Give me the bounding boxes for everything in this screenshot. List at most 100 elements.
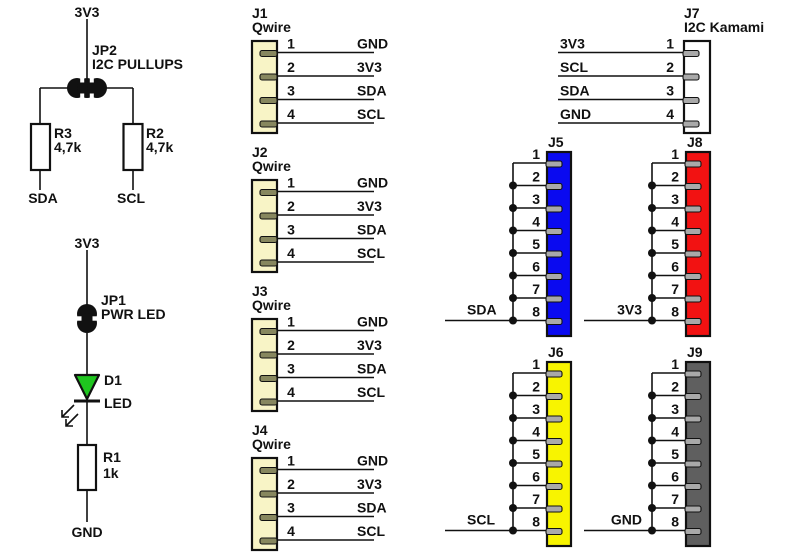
junction-dot xyxy=(648,204,656,212)
pin-number: 3 xyxy=(287,222,295,238)
bus-net-label: GND xyxy=(611,512,642,528)
resistor-r2 xyxy=(122,122,144,172)
pin-number: 3 xyxy=(532,401,540,417)
jp1-solder-jumper xyxy=(76,304,98,333)
resistor-value-label: 1k xyxy=(103,465,119,481)
pin-stub xyxy=(259,259,278,267)
resistor-r1 xyxy=(76,443,98,492)
resistor-ref-label: R3 xyxy=(54,125,72,141)
jumper-notch xyxy=(89,93,94,99)
pin-stub xyxy=(684,227,702,236)
connector-ref-label: J4 xyxy=(252,422,268,438)
pin-stub xyxy=(545,437,563,446)
pin-number: 1 xyxy=(287,453,295,469)
pin-stub xyxy=(545,250,563,258)
junction-dot xyxy=(648,436,656,445)
junction-dot xyxy=(509,436,517,445)
junction-dot xyxy=(648,414,656,422)
pin-stub xyxy=(684,505,702,513)
pin-stub xyxy=(684,392,702,401)
pin-stub xyxy=(259,188,278,197)
pin-number: 1 xyxy=(671,146,679,162)
pin-number: 3 xyxy=(532,191,540,207)
pin-stub xyxy=(259,73,278,81)
pin-stub xyxy=(545,205,563,213)
pin-number: 4 xyxy=(671,424,679,440)
pin-stub xyxy=(684,482,702,491)
connector-ref-label: J1 xyxy=(252,5,268,21)
pin-net-label: 3V3 xyxy=(357,337,382,353)
i2c-pullups-circuit: 3V3 JP2 I2C PULLUPS R3 4,7k SDA R2 4,7k … xyxy=(28,4,183,206)
pin-number: 5 xyxy=(671,236,679,252)
pin-number: 8 xyxy=(532,514,540,530)
junction-dot xyxy=(509,181,517,190)
pin-number: 3 xyxy=(287,500,295,516)
pin-number: 7 xyxy=(532,491,540,507)
pin-stub xyxy=(684,182,702,191)
connector-body xyxy=(545,360,573,548)
pin-number: 2 xyxy=(287,59,295,75)
jumper-ref-label: JP2 xyxy=(92,42,117,58)
pin-stub xyxy=(684,317,702,326)
pin-net-label: GND xyxy=(357,36,388,52)
junction-dot xyxy=(509,459,517,467)
led-diode-triangle xyxy=(73,373,101,401)
pin-number: 3 xyxy=(666,83,674,99)
pin-stub xyxy=(545,182,563,191)
pin-number: 6 xyxy=(671,469,679,485)
junction-dot xyxy=(509,226,517,235)
pin-net-label: SCL xyxy=(560,59,588,75)
pin-net-label: SCL xyxy=(357,384,385,400)
pin-stub xyxy=(259,537,278,545)
pin-stub xyxy=(259,466,278,475)
pin-net-label: 3V3 xyxy=(560,36,585,52)
pin-net-label: GND xyxy=(357,453,388,469)
net-label-3v3: 3V3 xyxy=(75,4,100,20)
pin-net-label: SCL xyxy=(357,106,385,122)
pin-stub xyxy=(259,374,278,383)
junction-dot xyxy=(509,271,517,280)
junction-dot xyxy=(648,504,656,512)
pin-net-label: SDA xyxy=(357,361,387,377)
pin-net-label: SDA xyxy=(357,83,387,99)
junction-dot xyxy=(509,391,517,400)
pin-stub xyxy=(545,527,563,536)
net-label-scl: SCL xyxy=(117,190,145,206)
junction-dot xyxy=(648,294,656,302)
pin-net-label: SCL xyxy=(357,523,385,539)
junction-dot xyxy=(509,414,517,422)
junction-dot xyxy=(509,481,517,490)
connector-ref-label: J5 xyxy=(548,134,564,150)
connector-ref-label: J7 xyxy=(684,5,700,21)
pin-number: 1 xyxy=(287,314,295,330)
pin-number: 5 xyxy=(532,236,540,252)
pin-stub xyxy=(259,513,278,522)
pin-number: 2 xyxy=(287,198,295,214)
connector-body xyxy=(545,150,573,338)
pin-net-label: 3V3 xyxy=(357,476,382,492)
pin-stub xyxy=(545,482,563,491)
pin-stub xyxy=(259,212,278,220)
jumper-notch xyxy=(76,316,82,321)
junction-dot xyxy=(509,294,517,302)
pin-number: 1 xyxy=(287,175,295,191)
pin-number: 7 xyxy=(671,491,679,507)
pin-stub xyxy=(545,227,563,236)
header-connectors: J512345678SDAJ8123456783V3J612345678SCLJ… xyxy=(445,134,712,548)
jumper-notch xyxy=(80,93,85,99)
pin-number: 6 xyxy=(532,469,540,485)
jumper-pad xyxy=(87,78,107,98)
connector-type-label: Qwire xyxy=(252,297,291,313)
connector-body xyxy=(684,360,712,548)
junction-dot xyxy=(648,391,656,400)
connector-ref-label: J6 xyxy=(548,344,564,360)
junction-dot xyxy=(509,504,517,512)
pin-number: 5 xyxy=(532,446,540,462)
pin-stub xyxy=(545,505,563,513)
